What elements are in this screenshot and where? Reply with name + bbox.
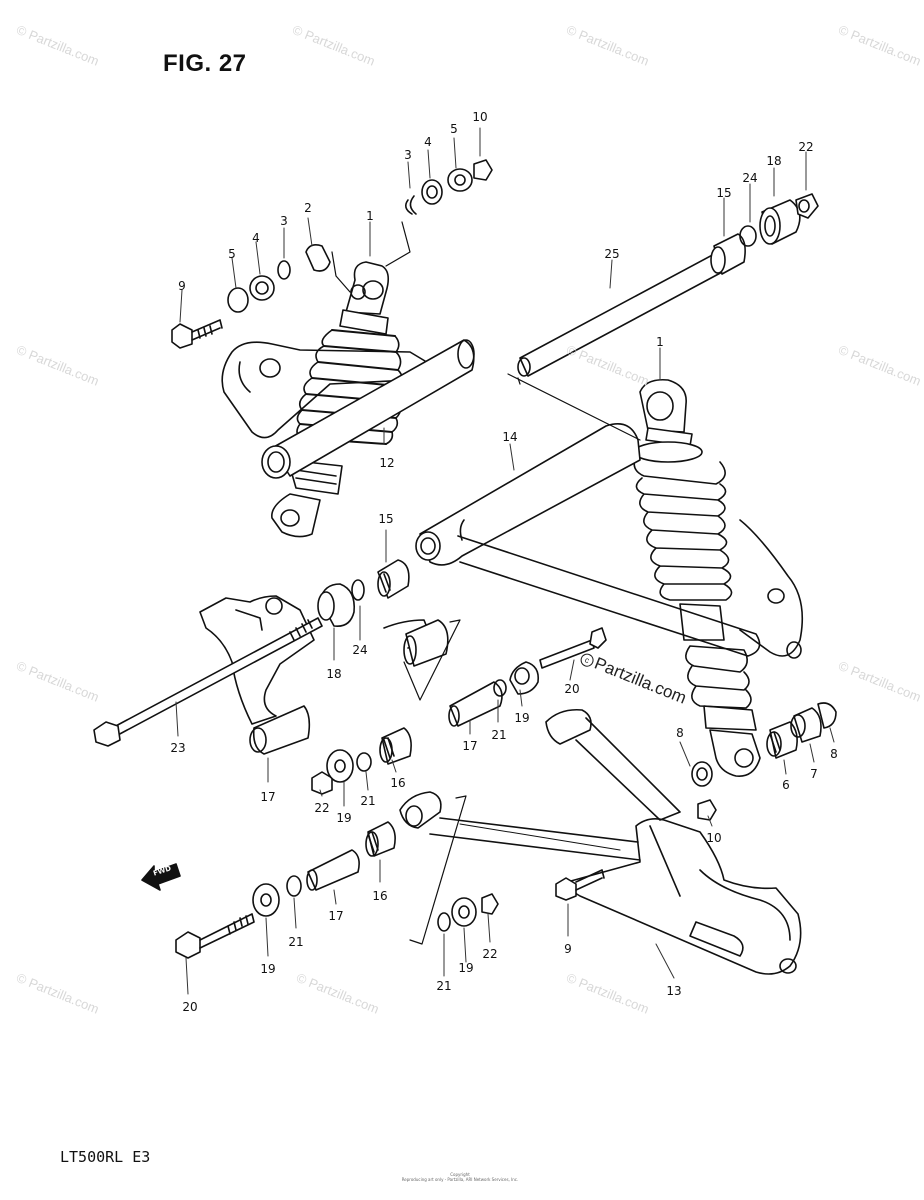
callout-5[interactable]: 5 [228,247,236,261]
callout-17[interactable]: 17 [462,739,478,753]
callout-21[interactable]: 21 [360,794,376,808]
callout-10[interactable]: 10 [472,110,488,124]
callout-22[interactable]: 22 [482,947,498,961]
lower-a-arm-13 [399,708,802,975]
lower-left-bracket [199,595,315,755]
lower-arm-sleeves [306,795,467,945]
figure-title: FIG. 27 [163,50,247,77]
callout-15[interactable]: 15 [378,512,394,526]
callout-6[interactable]: 6 [782,778,790,792]
callout-22[interactable]: 22 [798,140,814,154]
lowest-left-hardware [175,875,302,959]
callout-4[interactable]: 4 [252,231,260,245]
copyright-note: Copyright Reproducing art only - Partzil… [380,1172,540,1182]
right-shock-absorber [633,378,761,777]
leader-lines [175,127,835,995]
callout-20[interactable]: 20 [182,1000,198,1014]
left-shock-absorber [271,261,403,538]
callout-15[interactable]: 15 [716,186,732,200]
callout-17[interactable]: 17 [328,909,344,923]
lower-left-hardware-row [311,749,372,795]
callout-20[interactable]: 20 [564,682,580,696]
long-bolt-23 [93,617,323,747]
lower-right-bushings [691,702,837,787]
callout-21[interactable]: 21 [436,979,452,993]
callout-19[interactable]: 19 [260,962,276,976]
callout-24[interactable]: 24 [352,643,368,657]
callout-25[interactable]: 25 [604,247,620,261]
callout-1[interactable]: 1 [656,335,664,349]
callout-21[interactable]: 21 [491,728,507,742]
callout-18[interactable]: 18 [766,154,782,168]
upper-a-arm-14 [415,423,804,659]
lower-a-arm-hardware [555,799,717,901]
callout-23[interactable]: 23 [170,741,186,755]
callout-1[interactable]: 1 [366,209,374,223]
callout-24[interactable]: 24 [742,171,758,185]
upper-left-hardware [171,159,493,349]
middle-bushings [317,559,461,701]
callout-2[interactable]: 2 [304,201,312,215]
callout-5[interactable]: 5 [450,122,458,136]
callout-7[interactable]: 7 [810,767,818,781]
callout-16[interactable]: 16 [372,889,388,903]
callout-22[interactable]: 22 [314,801,330,815]
bottom-center-hardware [437,893,499,932]
callout-13[interactable]: 13 [666,984,682,998]
callout-3[interactable]: 3 [280,214,288,228]
callout-21[interactable]: 21 [288,935,304,949]
copyright-line: Reproducing art only - Partzilla, ARI Ne… [401,1177,519,1182]
callout-16[interactable]: 16 [390,776,406,790]
callout-9[interactable]: 9 [564,942,572,956]
callout-19[interactable]: 19 [336,811,352,825]
left-upper-mount-bracket [221,341,431,439]
callout-8[interactable]: 8 [830,747,838,761]
callout-17[interactable]: 17 [260,790,276,804]
forward-arrow-icon [141,863,181,891]
shaft-25 [507,251,727,441]
callout-3[interactable]: 3 [404,148,412,162]
callout-10[interactable]: 10 [706,831,722,845]
callout-14[interactable]: 14 [502,430,518,444]
upper-right-bushings [710,193,819,275]
callout-12[interactable]: 12 [379,456,395,470]
callout-19[interactable]: 19 [458,961,474,975]
model-code: LT500RL E3 [60,1148,151,1166]
lower-middle-sleeves [379,627,607,765]
callout-4[interactable]: 4 [424,135,432,149]
callout-8[interactable]: 8 [676,726,684,740]
callout-19[interactable]: 19 [514,711,530,725]
callout-9[interactable]: 9 [178,279,186,293]
callout-18[interactable]: 18 [326,667,342,681]
cross-tube-12 [261,339,475,479]
copyright-line: Copyright [450,1172,470,1177]
